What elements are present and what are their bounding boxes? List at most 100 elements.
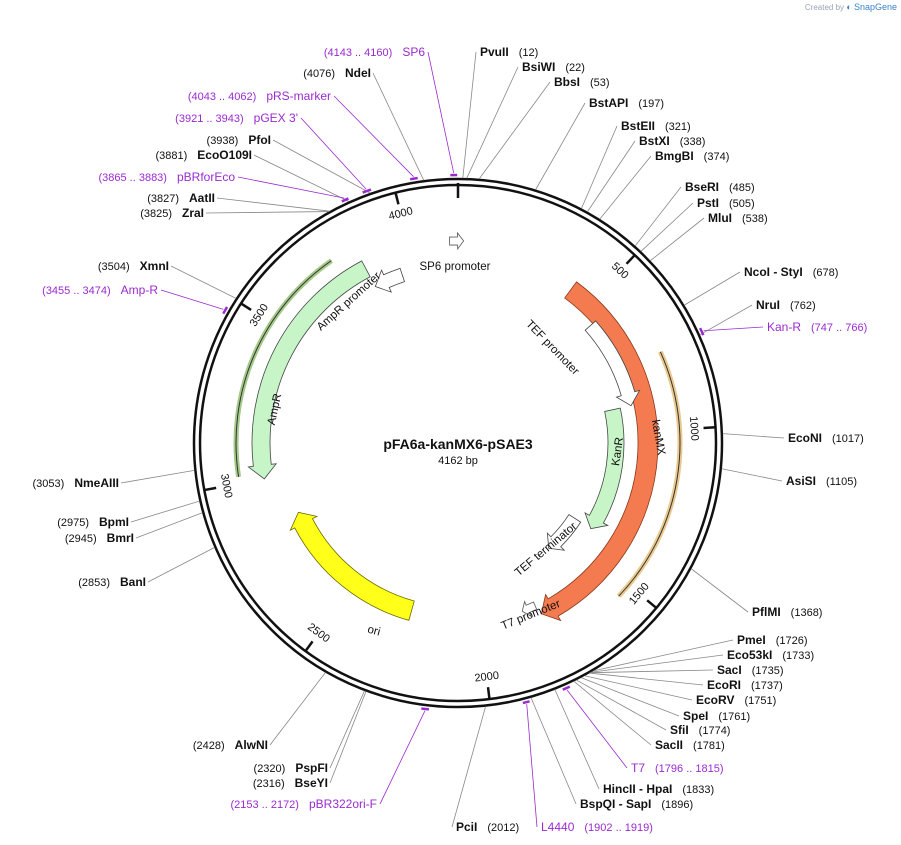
enzyme-name: AsiSI — [786, 474, 816, 488]
enzyme-leader-line — [462, 51, 477, 179]
enzyme-site-eco53ki: Eco53kI(1733) — [727, 648, 814, 662]
plasmid-length: 4162 bp — [438, 455, 478, 467]
primer-leader-line — [566, 689, 628, 769]
enzyme-leader-line — [634, 186, 682, 247]
enzyme-leader-line — [580, 677, 680, 717]
snapgene-logo-icon: ◐ — [846, 2, 852, 12]
feature-label-kanr: KanR — [610, 436, 626, 466]
enzyme-leader-line — [722, 433, 785, 439]
enzyme-name: BseRI — [685, 180, 719, 194]
tick-label: 3000 — [218, 473, 234, 499]
credit-prefix: Created by — [804, 3, 845, 12]
ampr-promoter-arrow — [374, 267, 406, 293]
enzyme-site-ndei: (4076) NdeI — [303, 66, 371, 80]
enzyme-position: (3881) — [156, 150, 188, 162]
enzyme-site-sacii: SacII(1781) — [655, 738, 725, 752]
enzyme-leader-line — [721, 468, 783, 482]
enzyme-leader-line — [593, 639, 734, 672]
snapgene-credit: Created by ◐ SnapGene — [805, 2, 897, 12]
tick-mark — [625, 254, 636, 265]
enzyme-site-hincii-hpai: HincII - HpaI(1833) — [603, 782, 714, 796]
enzyme-name: BpmI — [99, 515, 129, 529]
primer-name: Amp-R — [121, 283, 159, 297]
enzyme-name: Eco53kI — [727, 648, 772, 662]
primer-name: L4440 — [541, 820, 575, 834]
enzyme-name: EcoNI — [788, 431, 822, 445]
enzyme-name: PstI — [697, 196, 719, 210]
enzyme-site-bmgbi: BmgBI(374) — [655, 149, 729, 163]
enzyme-name: PfoI — [248, 133, 271, 147]
sp6-promoter-arrow — [449, 231, 465, 251]
enzyme-leader-line — [329, 690, 365, 769]
primer-name: pGEX 3' — [254, 111, 298, 125]
enzyme-site-ecorv: EcoRV(1751) — [696, 693, 776, 707]
enzyme-position: (538) — [742, 213, 768, 225]
enzyme-position: (3938) — [207, 135, 239, 147]
enzyme-site-bstxi: BstXI(338) — [639, 134, 705, 148]
plasmid-center-label: pFA6a-kanMX6-pSAE3 4162 bp — [383, 436, 533, 467]
primer-bar — [341, 197, 349, 203]
primer-range: (3455 .. 3474) — [42, 285, 111, 297]
primer-site-sp6: (4143 .. 4160)SP6 — [324, 45, 426, 59]
enzyme-position: (1737) — [751, 680, 783, 692]
primer-name: T7 — [631, 761, 645, 775]
enzyme-site-alwni: (2428)AlwNI — [193, 738, 268, 752]
enzyme-name: PspFI — [295, 761, 328, 775]
enzyme-name: BbsI — [554, 75, 580, 89]
enzyme-position: (4076) — [303, 68, 335, 80]
enzyme-leader-line — [147, 547, 215, 583]
enzyme-name: PmeI — [737, 633, 766, 647]
enzyme-name: BmrI — [107, 531, 134, 545]
enzyme-leader-line — [573, 680, 652, 746]
restriction-sites: PvuII(12)BsiWI(22)BbsI(53)BstAPI(197)Bst… — [33, 45, 864, 834]
primer-range: (4043 .. 4062) — [188, 91, 257, 103]
enzyme-position: (2320) — [254, 763, 286, 775]
enzyme-leader-line — [135, 512, 203, 539]
enzyme-leader-line — [584, 675, 693, 701]
enzyme-site-bsteii: BstEII(321) — [621, 119, 691, 133]
enzyme-site-nmeaiii: (3053)NmeAIII — [33, 476, 119, 490]
enzyme-position: (53) — [590, 77, 610, 89]
tick-mark — [486, 687, 491, 700]
enzyme-position: (22) — [565, 62, 585, 74]
primer-leader-line — [427, 51, 455, 174]
ori-arrow — [289, 511, 415, 621]
enzyme-leader-line — [272, 139, 371, 194]
feature-label-sp6-promoter: SP6 promoter — [420, 261, 491, 273]
enzyme-name: NcoI - StyI — [744, 265, 803, 279]
primer-leader-line — [237, 176, 345, 199]
enzyme-name: BmgBI — [655, 149, 694, 163]
enzyme-leader-line — [640, 202, 694, 252]
enzyme-leader-line — [581, 125, 618, 209]
enzyme-position: (1726) — [776, 635, 808, 647]
enzyme-leader-line — [691, 568, 749, 613]
enzyme-name: BseYI — [295, 776, 328, 790]
enzyme-leader-line — [554, 689, 600, 790]
enzyme-position: (505) — [729, 198, 755, 210]
enzyme-name: BspQI - SapI — [580, 797, 651, 811]
enzyme-name: NdeI — [345, 66, 371, 80]
enzyme-position: (1751) — [744, 695, 776, 707]
enzyme-position: (2945) — [65, 533, 97, 545]
enzyme-name: SfiI — [670, 723, 689, 737]
enzyme-site-pvuii: PvuII(12) — [480, 45, 538, 59]
primer-site-kan-r: Kan-R (747 .. 766) — [767, 320, 867, 334]
enzyme-name: BstXI — [639, 134, 670, 148]
primer-sites: (4143 .. 4160)SP6(4043 .. 4062)pRS-marke… — [42, 45, 867, 834]
enzyme-leader-line — [599, 155, 652, 220]
enzyme-name: PvuII — [480, 45, 509, 59]
enzyme-site-bbsi: BbsI (53) — [554, 75, 610, 89]
enzyme-site-bsiwi: BsiWI(22) — [522, 60, 585, 74]
enzyme-name: EcoRI — [707, 678, 741, 692]
enzyme-leader-line — [478, 81, 551, 180]
primer-site-l4440: L4440(1902 .. 1919) — [541, 820, 653, 834]
primer-name: pBR322ori-F — [309, 797, 377, 811]
enzyme-name: NmeAIII — [74, 476, 119, 490]
t7-promoter-arrow-shape — [521, 600, 538, 618]
enzyme-leader-line — [216, 197, 330, 212]
primer-name: Kan-R — [767, 320, 801, 334]
primer-range: (2153 .. 2172) — [230, 799, 299, 811]
enzyme-leader-line — [590, 669, 714, 674]
enzyme-site-psti: PstI (505) — [697, 196, 755, 210]
primer-range: (747 .. 766) — [811, 322, 867, 334]
